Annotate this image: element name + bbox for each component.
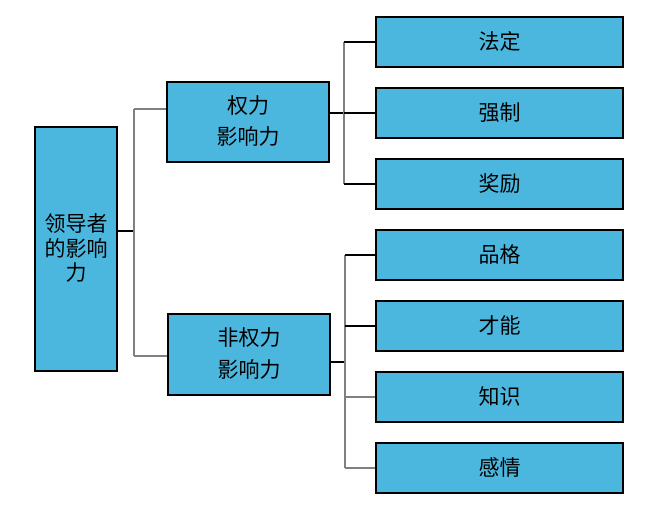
node-branch-nonpower-label: 非权力 影响力 bbox=[217, 326, 281, 382]
node-leaf-character[interactable]: 品格 bbox=[375, 229, 624, 281]
node-leaf-legitimate[interactable]: 法定 bbox=[375, 16, 624, 68]
node-branch-nonpower[interactable]: 非权力 影响力 bbox=[167, 313, 331, 396]
node-leaf-reward[interactable]: 奖励 bbox=[375, 158, 624, 210]
node-leaf-legitimate-label: 法定 bbox=[478, 29, 521, 54]
node-root-label: 领导者 的影响 力 bbox=[44, 211, 108, 286]
node-leaf-coercive[interactable]: 强制 bbox=[375, 87, 624, 139]
node-leaf-knowledge[interactable]: 知识 bbox=[375, 371, 624, 423]
node-root[interactable]: 领导者 的影响 力 bbox=[34, 126, 118, 372]
node-leaf-ability[interactable]: 才能 bbox=[375, 300, 624, 352]
node-branch-power-label: 权力 影响力 bbox=[216, 93, 280, 150]
node-leaf-emotion[interactable]: 感情 bbox=[375, 442, 624, 494]
node-leaf-character-label: 品格 bbox=[478, 242, 521, 267]
node-leaf-knowledge-label: 知识 bbox=[478, 384, 521, 409]
node-leaf-ability-label: 才能 bbox=[478, 313, 521, 338]
node-leaf-reward-label: 奖励 bbox=[478, 171, 521, 196]
node-leaf-emotion-label: 感情 bbox=[478, 455, 521, 480]
node-branch-power[interactable]: 权力 影响力 bbox=[166, 81, 330, 163]
node-leaf-coercive-label: 强制 bbox=[478, 100, 521, 125]
